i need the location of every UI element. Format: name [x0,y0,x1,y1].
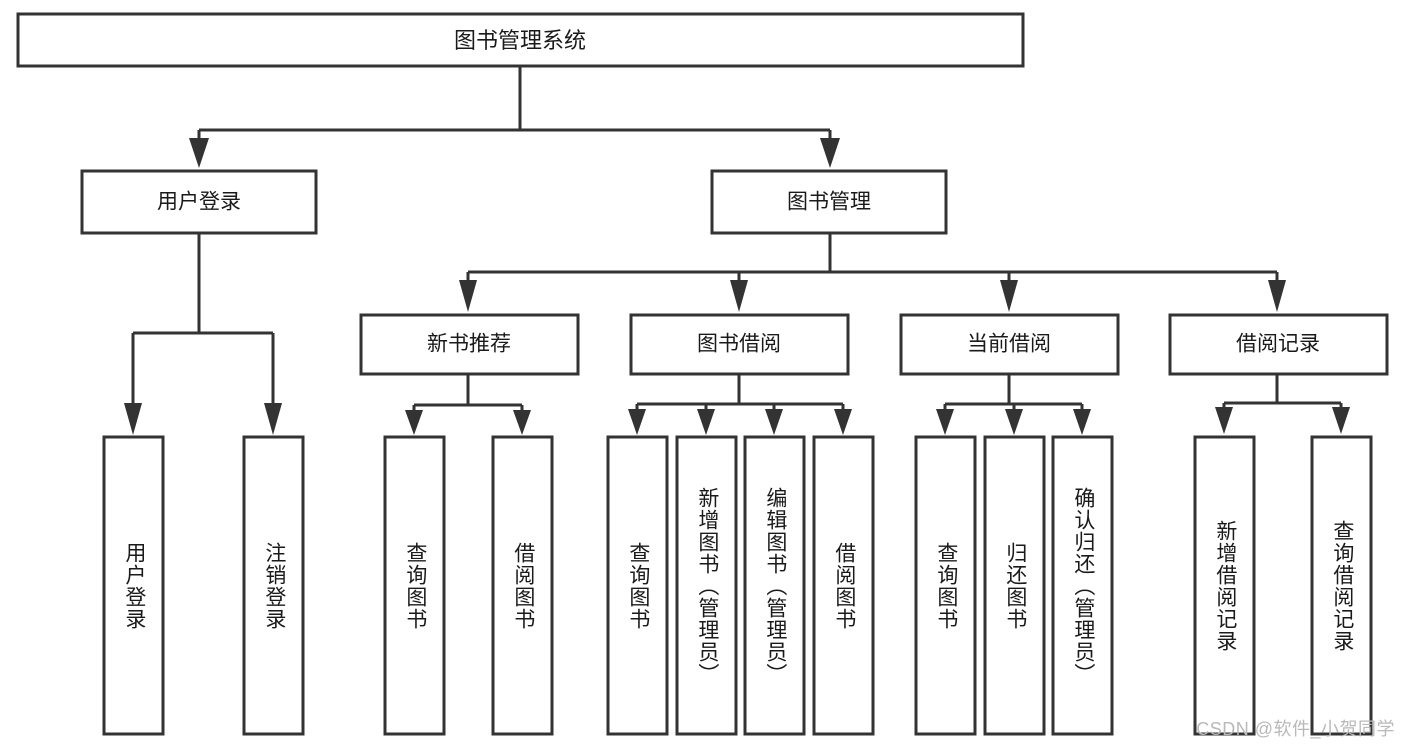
arrow-bm-to-current-borrow [1000,280,1018,312]
node-book-borrow-box[interactable] [629,313,850,376]
arrow-user-login-leaf-2 [264,403,282,435]
node-borrow-record-label: 借阅记录 [1236,333,1320,356]
connector-group-book-manage [459,233,1286,312]
node-book-manage-box[interactable] [710,169,948,235]
node-user-login[interactable]: 用户登录 [80,169,318,235]
node-user-login-label: 用户登录 [157,191,241,214]
arrow-root-to-user-login [189,138,209,168]
node-current-borrow-box[interactable] [899,313,1120,376]
node-current-borrow-label: 当前借阅 [967,333,1051,356]
node-book-borrow-label: 图书借阅 [697,333,781,356]
arrow-cb-leaf-1 [936,409,954,435]
arrow-bm-to-borrow-record [1268,280,1286,312]
connector-group-current-borrow [936,374,1091,435]
arrow-user-login-leaf-1 [124,403,142,435]
arrow-br-leaf-1 [1215,407,1233,434]
node-leaf-query-book-1-box[interactable] [383,435,446,736]
node-leaf-add-book-box[interactable] [675,435,738,736]
node-leaf-add-record-box[interactable] [1193,435,1256,736]
node-leaf-confirm-return-box[interactable] [1051,435,1114,736]
arrow-br-leaf-2 [1332,407,1350,434]
arrow-nbr-leaf-1 [405,410,423,435]
arrow-bm-to-new-book-rec [459,280,477,312]
node-borrow-record-box[interactable] [1168,313,1389,376]
node-leaf-edit-book-box[interactable] [743,435,806,736]
arrow-cb-leaf-3 [1073,409,1091,435]
arrow-cb-leaf-2 [1005,409,1023,435]
node-new-book-rec[interactable]: 新书推荐 [359,313,580,376]
arrow-nbr-leaf-2 [513,410,531,435]
node-book-borrow[interactable]: 图书借阅 [629,313,850,376]
node-leaf-query-book-3-box[interactable] [914,435,977,736]
node-leaf-logout-box[interactable] [242,435,305,736]
node-new-book-rec-label: 新书推荐 [427,333,511,356]
arrow-bm-to-book-borrow [730,280,748,312]
arrow-root-to-book-manage [820,138,840,168]
watermark: CSDN @软件_小贺同学 [1196,719,1395,739]
arrow-bb-leaf-1 [628,409,646,435]
node-leaf-user-login-box[interactable] [102,435,165,736]
node-leaf-query-book-2-box[interactable] [606,435,669,736]
node-leaf-return-book-box[interactable] [983,435,1046,736]
node-leaf-query-record-box[interactable] [1310,435,1373,736]
node-book-manage[interactable]: 图书管理 [710,169,948,235]
arrow-bb-leaf-3 [765,409,783,435]
connector-group-new-book-rec [405,374,531,435]
node-root-box[interactable] [16,12,1025,68]
node-leaf-borrow-book-2-box[interactable] [812,435,875,736]
connector-group-book-borrow [628,374,852,435]
node-leaf-borrow-book-1-box[interactable] [491,435,554,736]
node-current-borrow[interactable]: 当前借阅 [899,313,1120,376]
node-root-label: 图书管理系统 [454,28,586,53]
node-borrow-record[interactable]: 借阅记录 [1168,313,1389,376]
connector-group-root [189,66,840,168]
arrow-bb-leaf-4 [834,409,852,435]
arrow-bb-leaf-2 [697,409,715,435]
node-new-book-rec-box[interactable] [359,313,580,376]
connector-group-user-login [124,233,282,435]
node-root[interactable]: 图书管理系统 [16,12,1025,68]
node-book-manage-label: 图书管理 [787,191,871,214]
connector-group-borrow-record [1215,374,1350,434]
node-user-login-box[interactable] [80,169,318,235]
